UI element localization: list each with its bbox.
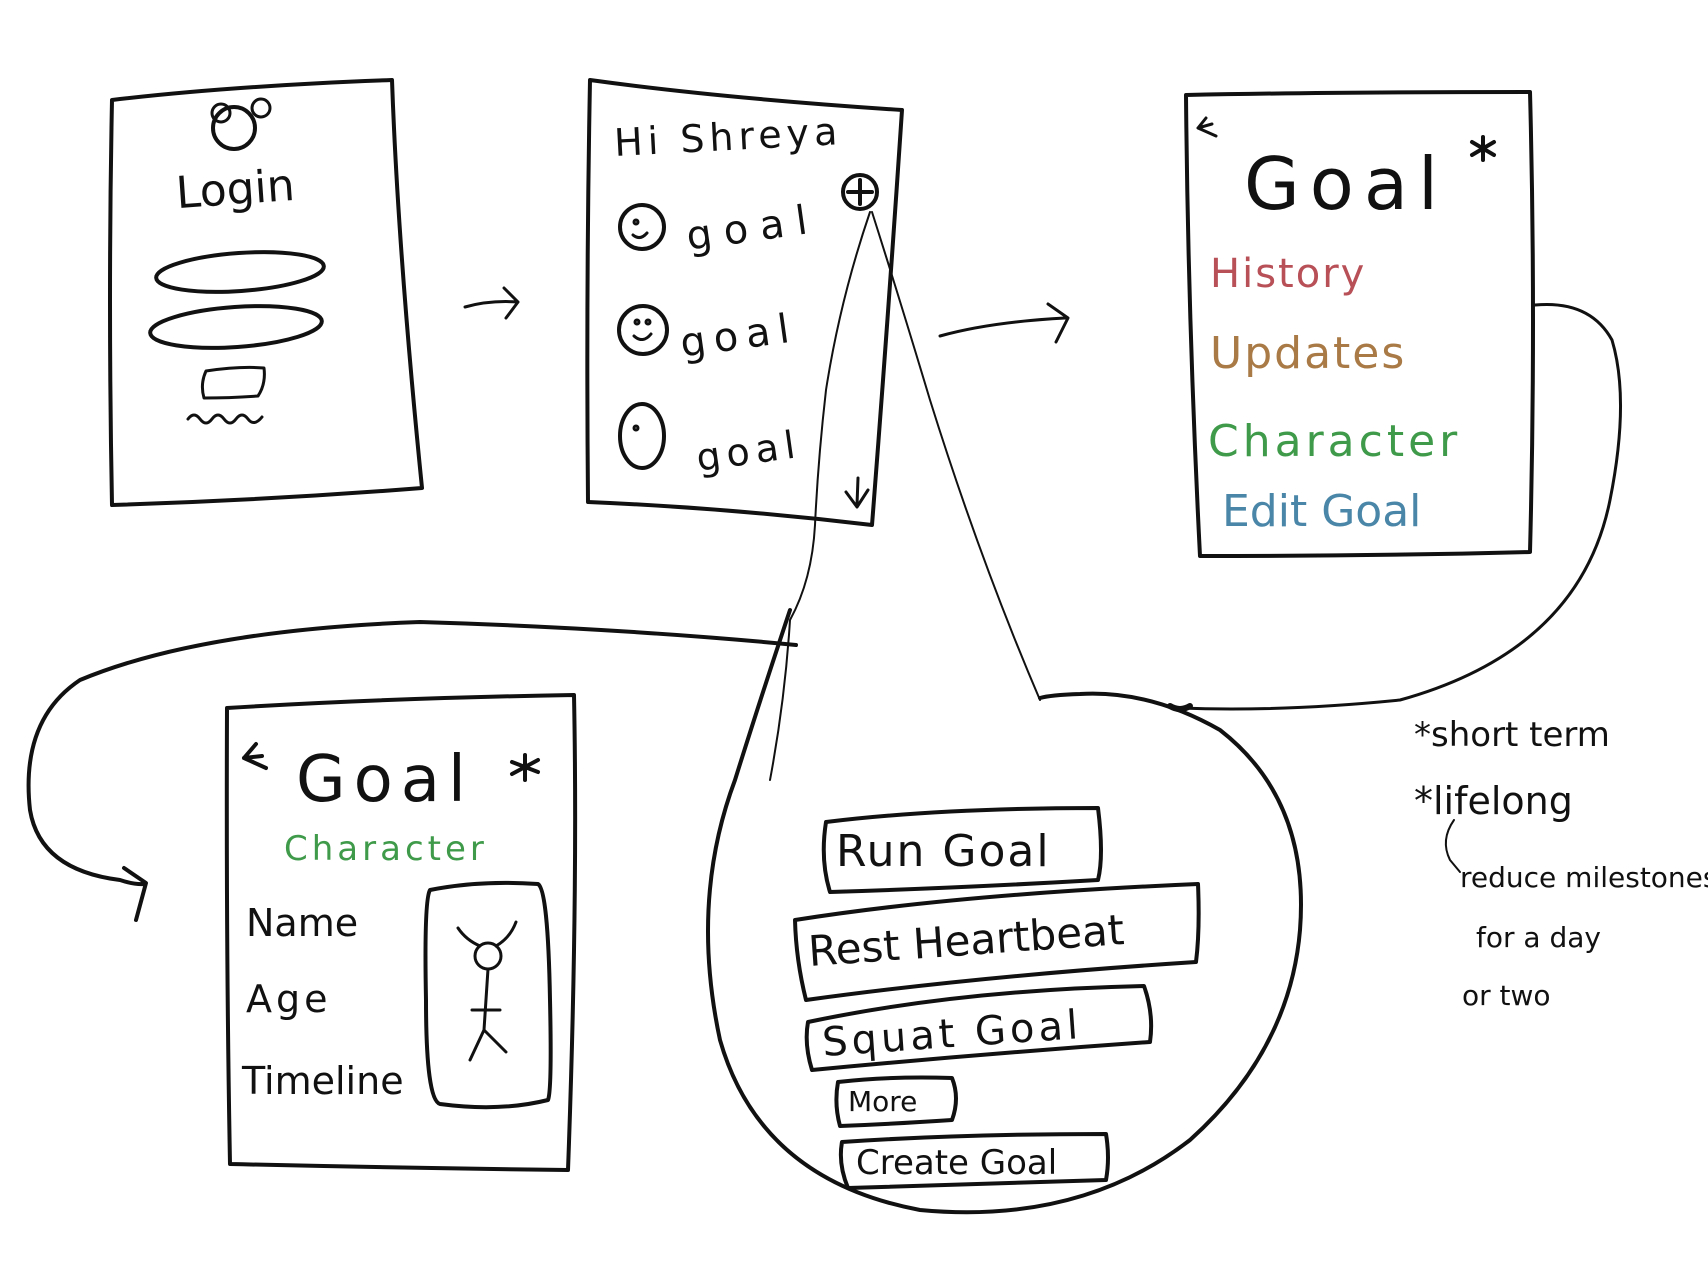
character-field-timeline: Timeline [242,1059,404,1103]
popup-button-frame[interactable] [834,1075,958,1128]
popup-button-frame[interactable] [821,806,1103,894]
goal-menu-history[interactable]: History [1210,251,1367,297]
run-goal-button[interactable]: Run Goal [836,826,1051,877]
goal-menu-updates[interactable]: Updates [1210,328,1407,379]
note-or-two: or two [1462,979,1551,1012]
stick-figure-icon [456,920,518,1062]
arrow-left-icon[interactable] [242,742,268,770]
goal-avatar-icon [618,203,666,251]
popup-button-frame[interactable] [838,1132,1110,1190]
login-screen-frame [108,78,424,507]
arrow-down-icon[interactable] [844,476,870,509]
zoom-line-left [769,211,871,781]
goal-menu-character[interactable]: Character [1208,416,1462,467]
zoom-line-right [871,211,1041,701]
note-short-term: *short term [1414,715,1610,755]
home-greeting: Hi Shreya [613,109,844,165]
popup-button-frame[interactable] [793,882,1201,1002]
goal-screen-frame [1184,90,1535,558]
arrow-left-icon[interactable] [1196,116,1218,138]
login-username-field[interactable] [154,247,326,297]
add-goal-popup-frame [706,608,1303,1215]
login-title: Login [174,159,297,220]
login-signup-link[interactable] [186,413,264,425]
goal-avatar-icon [617,304,669,356]
flow-arrow-home-character [26,620,798,922]
note-for-a-day: for a day [1476,921,1601,954]
flow-connector-goal-popup [1178,302,1623,711]
character-subtitle: Character [284,829,488,869]
plus-circle-icon[interactable] [841,173,879,211]
flow-arrow-home-goal [938,302,1070,344]
character-screen-title: Goal [296,743,474,817]
flow-arrow-login-home [463,286,520,320]
note-reduce-milestones: reduce milestones [1460,861,1708,894]
note-lifelong: *lifelong [1414,779,1573,823]
note-bracket [1444,819,1461,873]
character-screen-frame [224,693,578,1172]
login-avatar-icon [210,97,272,151]
asterisk-icon [1470,135,1496,162]
goal-menu-edit-goal[interactable]: Edit Goal [1222,486,1422,537]
character-field-name: Name [246,901,359,945]
popup-button-frame[interactable] [804,984,1154,1072]
goal-screen-title: Goal [1244,142,1448,226]
bubble-knot-icon [1167,703,1193,712]
goal-avatar-icon [618,402,666,470]
character-avatar-frame [423,880,553,1110]
login-button[interactable] [200,365,266,400]
login-password-field[interactable] [148,301,324,353]
create-goal-button[interactable]: Create Goal [856,1143,1058,1183]
more-button[interactable]: More [848,1085,918,1118]
home-screen-frame [585,78,904,527]
asterisk-icon [510,753,540,782]
character-field-age: Age [246,977,332,1021]
